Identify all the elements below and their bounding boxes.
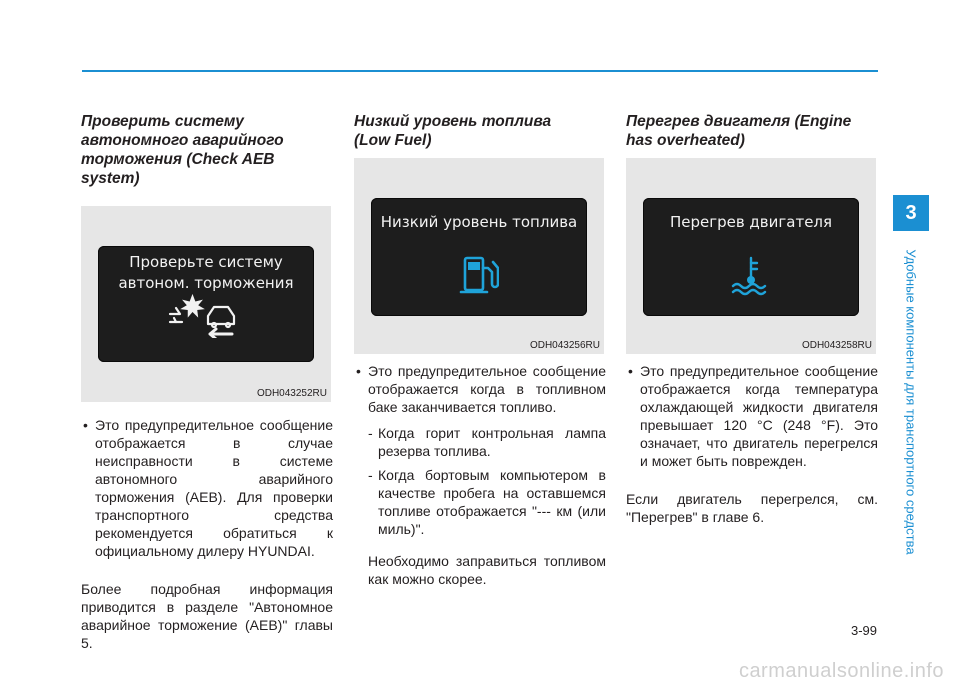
column-check-aeb: Проверить систему автономного аварийного… (81, 112, 333, 652)
chapter-tab: 3 (893, 195, 929, 231)
fuel-pump-icon (459, 256, 499, 294)
paragraph: Необходимо заправиться топливом как можн… (368, 553, 606, 587)
column-engine-overheated: Перегрев двигателя (Engine has overheate… (626, 112, 878, 526)
dash-list: Когда горит контрольная лампа резерва то… (354, 424, 606, 538)
figure-caption: ODH043256RU (529, 340, 600, 351)
cluster-display: Проверьте систему автоном. торможения (98, 246, 314, 362)
cluster-display: Низкий уровень топлива (371, 198, 587, 316)
bullet-list: Это предупредительное сообщение отобража… (626, 362, 878, 470)
figure-check-aeb: Проверьте систему автоном. торможения OD… (81, 206, 331, 402)
figure-caption: ODH043252RU (256, 388, 327, 399)
bullet-item: Это предупредительное сообщение отобража… (81, 416, 333, 560)
display-message: Перегрев двигателя (669, 213, 833, 231)
cluster-display: Перегрев двигателя (643, 198, 859, 316)
bullet-item: Это предупредительное сообщение отобража… (626, 362, 878, 470)
watermark: carmanualsonline.info (738, 660, 944, 682)
figure-low-fuel: Низкий уровень топлива ODH043256RU (354, 158, 604, 354)
section-heading: Проверить систему автономного аварийного… (81, 113, 284, 187)
paragraph: Если двигатель перегрелся, см. "Перегрев… (626, 491, 878, 525)
section-heading: Низкий уровень топлива (Low Fuel) (354, 113, 552, 149)
top-rule (82, 70, 878, 72)
page-number: 3-99 (850, 623, 877, 638)
figure-caption: ODH043258RU (801, 340, 872, 351)
figure-engine-overheated: Перегрев двигателя ODH043258RU (626, 158, 876, 354)
aeb-warning-icon (168, 294, 236, 338)
display-message: Низкий уровень топлива (380, 213, 578, 231)
section-heading: Перегрев двигателя (Engine has overheate… (626, 113, 852, 149)
dash-item: Когда горит контрольная лампа резерва то… (354, 424, 606, 460)
dash-item: Когда бортовым компьютером в качестве пр… (354, 466, 606, 538)
paragraph: Более подробная информация приводится в … (81, 581, 333, 651)
display-message: Проверьте систему автоном. торможения (118, 253, 294, 292)
bullet-list: Это предупредительное сообщение отобража… (354, 362, 606, 416)
bullet-list: Это предупредительное сообщение отобража… (81, 416, 333, 560)
chapter-title: Удобные компоненты для транспортного сре… (903, 249, 919, 555)
column-low-fuel: Низкий уровень топлива (Low Fuel) Низкий… (354, 112, 606, 588)
bullet-item: Это предупредительное сообщение отобража… (354, 362, 606, 416)
coolant-temperature-icon (731, 256, 767, 296)
